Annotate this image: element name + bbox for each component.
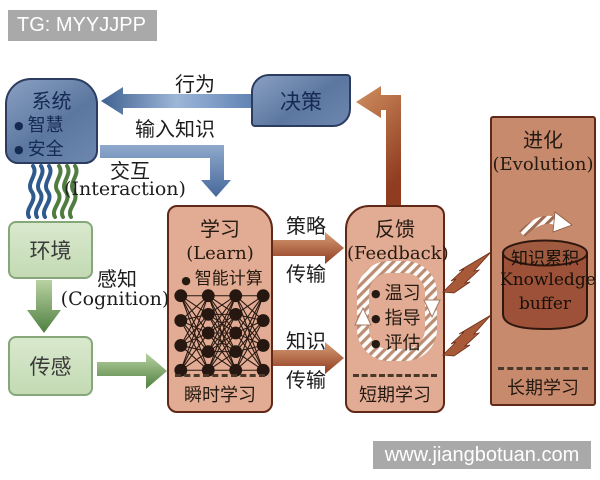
feedback-bullet-evaluate: 评估 xyxy=(371,331,421,356)
node-decision: 决策 xyxy=(251,74,351,127)
label-interaction-en: (Interaction) xyxy=(64,178,186,200)
cylinder-label-en2: buffer xyxy=(518,294,572,314)
feedback-bullet-guide: 指导 xyxy=(371,306,421,331)
tg-badge: TG: MYYJJPP xyxy=(8,10,157,41)
feedback-list: 温习 指导 评估 xyxy=(371,281,421,356)
feedback-bullet-review: 温习 xyxy=(371,281,421,306)
label-knowledge-transfer: 传输 xyxy=(286,368,326,392)
label-cognition-cn: 感知 xyxy=(97,267,137,291)
label-cognition-en: (Cognition) xyxy=(60,288,170,310)
learn-footer: 瞬时学习 xyxy=(175,374,265,407)
evolution-subtitle: (Evolution) xyxy=(492,154,594,175)
node-learn: 学习 (Learn) 智能计算 瞬时学习 xyxy=(167,205,273,413)
label-knowledge: 知识 xyxy=(286,329,326,353)
label-behavior: 行为 xyxy=(175,72,215,96)
label-strategy-transfer: 传输 xyxy=(286,262,326,286)
system-bullet-wisdom: 智慧 xyxy=(14,114,96,138)
learn-title: 学习 xyxy=(200,217,240,241)
cylinder-label-en1: Knowledge xyxy=(500,270,596,290)
lightning-bolt-icon-top xyxy=(442,251,492,294)
watermark: www.jiangbotuan.com xyxy=(373,441,591,469)
node-environment: 环境 xyxy=(8,221,93,279)
node-sensor: 传感 xyxy=(8,336,93,396)
feedback-subtitle: (Feedback) xyxy=(347,243,449,264)
lightning-bolt-icon-bottom xyxy=(442,314,492,357)
system-title: 系统 xyxy=(31,89,72,113)
feedback-footer: 短期学习 xyxy=(353,374,437,407)
knowledge-buffer-cylinder-icon xyxy=(502,211,588,331)
node-system: 系统 智慧 安全 xyxy=(5,78,98,164)
system-bullet-safety: 安全 xyxy=(14,138,96,162)
neural-network-icon xyxy=(174,289,270,377)
node-feedback: 反馈 (Feedback) 温习 指导 评估 短期学习 xyxy=(345,205,449,413)
label-strategy: 策略 xyxy=(286,214,326,238)
learn-subtitle: (Learn) xyxy=(186,243,254,264)
evolution-title: 进化 xyxy=(523,128,563,152)
cylinder-label-cn: 知识累积 xyxy=(511,249,579,269)
label-input-knowledge: 输入知识 xyxy=(135,117,215,141)
feedback-to-decision-arrow xyxy=(356,86,401,205)
label-interaction-cn: 交互 xyxy=(110,159,150,183)
learn-bullet: 智能计算 xyxy=(173,264,271,289)
node-evolution: 进化 (Evolution) 知识累积 Knowledge buffer 长期学… xyxy=(490,116,596,406)
feedback-title: 反馈 xyxy=(375,217,415,241)
sensor-to-learn-arrow xyxy=(97,353,167,389)
evolution-footer: 长期学习 xyxy=(498,367,588,400)
